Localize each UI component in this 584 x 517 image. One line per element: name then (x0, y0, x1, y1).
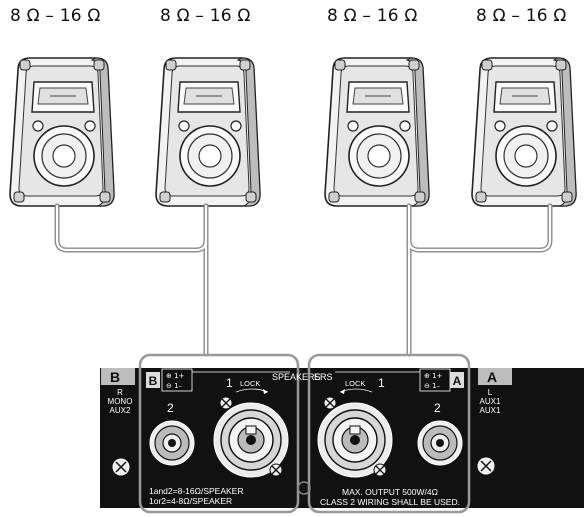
section-a-jack2-number: 2 (434, 401, 441, 415)
section-a-pin-plus: ⊕ 1+ (424, 372, 443, 380)
speaker-1-impedance: 8 Ω – 16 Ω (10, 6, 101, 26)
section-a-jack1-number: 1 (378, 376, 385, 390)
speaker-cabinet-4 (471, 57, 577, 207)
speaker-4-impedance: 8 Ω – 16 Ω (476, 6, 567, 26)
section-a-speakers-label: ERS (314, 372, 333, 382)
left-tab-letter: B (110, 369, 120, 385)
section-b-note-line2: 1or2=4-8Ω/SPEAKER (149, 496, 232, 506)
left-tab-line2: MONO (108, 397, 133, 406)
section-a-badge: A (453, 374, 462, 388)
section-b-jack1-number: 1 (226, 376, 233, 390)
section-a-note-line1: MAX. OUTPUT 500W/4Ω (342, 487, 438, 497)
section-b-pin-plus: ⊕ 1+ (166, 372, 185, 380)
left-tab-line1: R (117, 388, 123, 397)
section-a-note-line2: CLASS 2 WIRING SHALL BE USED. (320, 497, 460, 507)
speaker-cabinet-1 (9, 57, 115, 207)
section-b-jack2-number: 2 (167, 401, 174, 415)
speaker-2-impedance: 8 Ω – 16 Ω (160, 6, 251, 26)
section-b-lock-label: LOCK (240, 379, 260, 388)
speaker-cabinet-3 (324, 57, 430, 207)
section-a-pin-minus: ⊖ 1– (424, 382, 441, 390)
right-tab-letter: A (487, 369, 497, 385)
section-b-speakers-label: SPEAKERS (272, 372, 321, 382)
speaker-cabinet-2 (155, 57, 261, 207)
section-b-badge: B (149, 374, 158, 388)
output-section-b: B ⊕ 1+ ⊖ 1– 1 LOCK SPEAKERS 2 (138, 353, 321, 514)
speaker-cables (54, 203, 553, 357)
right-tab-line2: AUX1 (480, 397, 501, 406)
section-a-lock-label: LOCK (345, 379, 365, 388)
left-tab-line3: AUX2 (110, 406, 131, 415)
right-tab-line1: L (488, 388, 493, 397)
output-section-a: ERS LOCK 1 ⊕ 1+ ⊖ 1– A 2 (307, 353, 471, 514)
right-tab-line3: AUX1 (480, 406, 501, 415)
section-b-note-line1: 1and2=8-16Ω/SPEAKER (149, 486, 243, 496)
speaker-3-impedance: 8 Ω – 16 Ω (327, 6, 418, 26)
section-b-pin-minus: ⊖ 1– (166, 382, 183, 390)
